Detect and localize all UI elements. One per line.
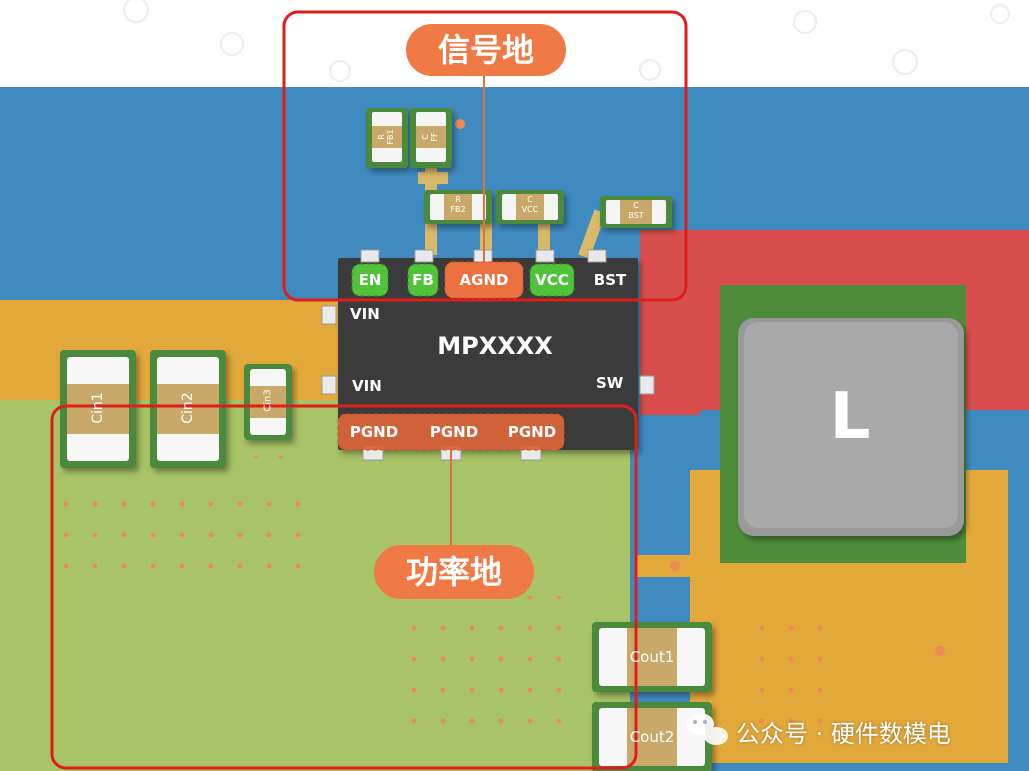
label-inductor: L — [829, 380, 871, 454]
wechat-icon — [686, 713, 728, 745]
signal-ground-label: 信号地 — [437, 31, 534, 69]
pin-pgnd-1: PGND — [349, 423, 399, 441]
pin-en: EN — [358, 271, 382, 289]
power-ground-label: 功率地 — [405, 553, 502, 591]
pin-fb: FB — [412, 271, 434, 289]
pin-pgnd-2: PGND — [429, 423, 479, 441]
pin-pgnd-3: PGND — [507, 423, 557, 441]
label-cout1: Cout1 — [629, 648, 675, 666]
pin-vin-bottom: VIN — [352, 377, 382, 395]
chip-body — [338, 258, 638, 450]
chip-name: MPXXXX — [437, 332, 553, 360]
pin-vcc: VCC — [535, 271, 569, 289]
pin-bst: BST — [593, 271, 627, 289]
pin-agnd: AGND — [459, 271, 509, 289]
label-cout2: Cout2 — [629, 728, 675, 746]
label-cin1: Cin1 — [90, 392, 106, 424]
power-ground-frame — [50, 404, 638, 770]
signal-ground-frame — [282, 10, 688, 302]
pin-sw: SW — [596, 374, 624, 392]
label-cin3: Cin3 — [262, 389, 274, 412]
label-cin2: Cin2 — [180, 392, 196, 424]
watermark: 公众号 · 硬件数模电 — [736, 720, 951, 748]
pin-vin-top: VIN — [350, 305, 380, 323]
background-decor — [123, 0, 1010, 82]
